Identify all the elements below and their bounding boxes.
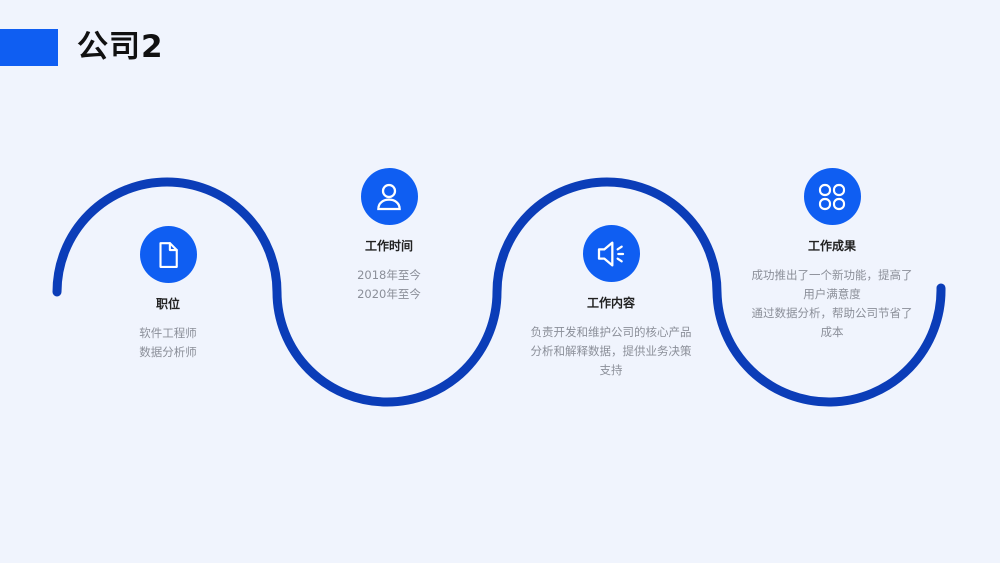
wave-path [52, 177, 946, 407]
timeline-node-achievements: 工作成果 成功推出了一个新功能，提高了 用户满意度 通过数据分析，帮助公司节省了… [732, 168, 932, 342]
node-title: 工作内容 [586, 296, 635, 310]
grid-icon [803, 168, 861, 225]
node-title: 工作时间 [364, 239, 413, 253]
timeline-node-position: 职位 软件工程师 数据分析师 [68, 226, 268, 362]
node-description: 软件工程师 数据分析师 [68, 324, 268, 362]
page-title: 公司2 [77, 29, 164, 65]
node-title: 工作成果 [807, 239, 856, 253]
node-description: 成功推出了一个新功能，提高了 用户满意度 通过数据分析，帮助公司节省了 成本 [732, 266, 932, 342]
timeline-node-work-period: 工作时间 2018年至今 2020年至今 [289, 168, 489, 304]
title-accent-bar [0, 29, 58, 66]
node-line: 2018年至今 [357, 268, 421, 282]
node-line: 成本 [820, 325, 844, 339]
user-icon [360, 168, 418, 225]
node-line: 2020年至今 [357, 287, 421, 301]
document-icon [139, 226, 197, 283]
node-line: 数据分析师 [139, 345, 197, 359]
node-line: 负责开发和维护公司的核心产品 [530, 325, 692, 339]
node-line: 通过数据分析，帮助公司节省了 [751, 306, 913, 320]
node-line: 用户满意度 [803, 287, 861, 301]
speaker-icon [582, 225, 640, 282]
timeline-node-work-content: 工作内容 负责开发和维护公司的核心产品 分析和解释数据，提供业务决策 支持 [511, 225, 711, 380]
node-line: 软件工程师 [139, 326, 197, 340]
node-line: 成功推出了一个新功能，提高了 [751, 268, 913, 282]
node-line: 分析和解释数据，提供业务决策 [530, 344, 692, 358]
node-description: 负责开发和维护公司的核心产品 分析和解释数据，提供业务决策 支持 [511, 323, 711, 380]
node-description: 2018年至今 2020年至今 [289, 266, 489, 304]
node-title: 职位 [155, 297, 180, 311]
node-line: 支持 [599, 363, 623, 377]
